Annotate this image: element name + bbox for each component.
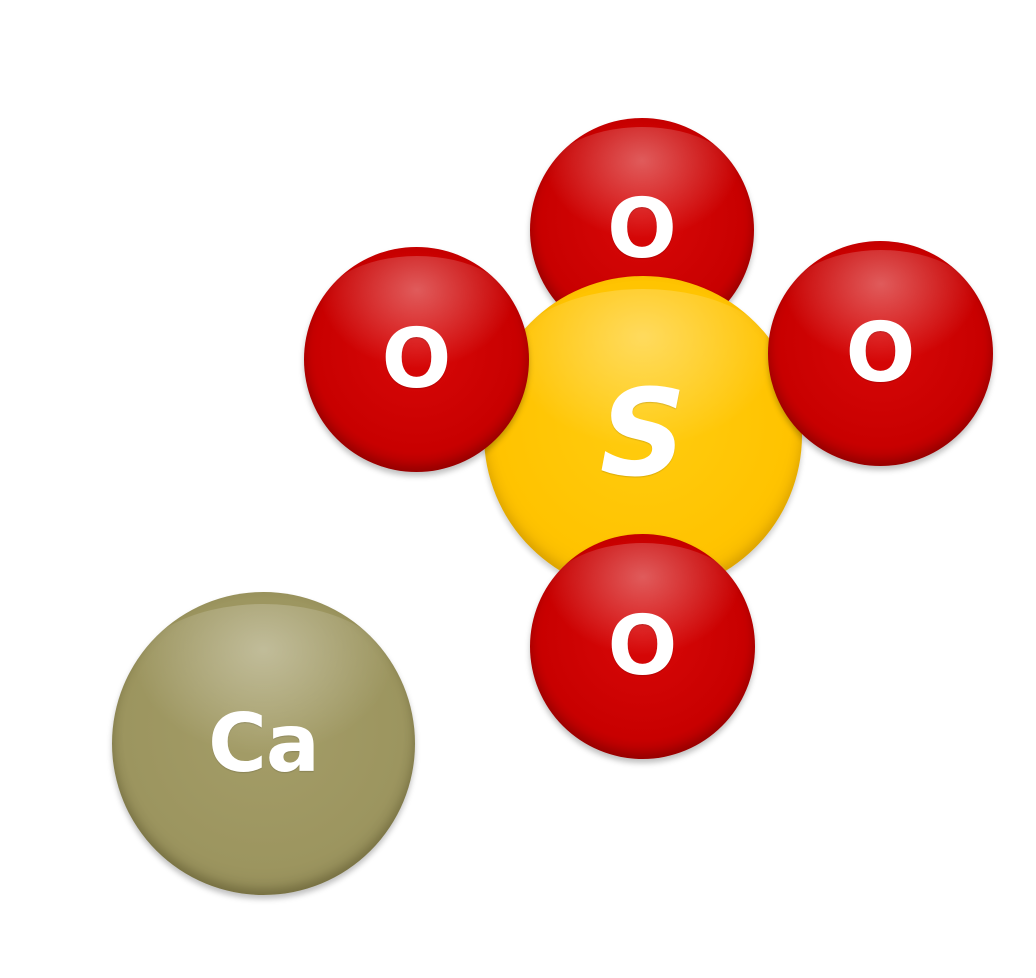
calcium-atom-label: Ca [208,696,320,790]
sulfur-atom: S [484,276,802,594]
oxygen-atom-left: O [304,247,529,472]
oxygen-atom-right: O [768,241,993,466]
oxygen-atom-bottom: O [530,534,755,759]
oxygen-atom-top-label: O [607,182,677,277]
oxygen-atom-right-label: O [845,305,916,401]
sulfur-atom-label: S [599,365,687,504]
oxygen-atom-bottom-label: O [607,598,678,694]
calcium-atom: Ca [112,592,415,895]
oxygen-atom-left-label: O [381,311,452,407]
